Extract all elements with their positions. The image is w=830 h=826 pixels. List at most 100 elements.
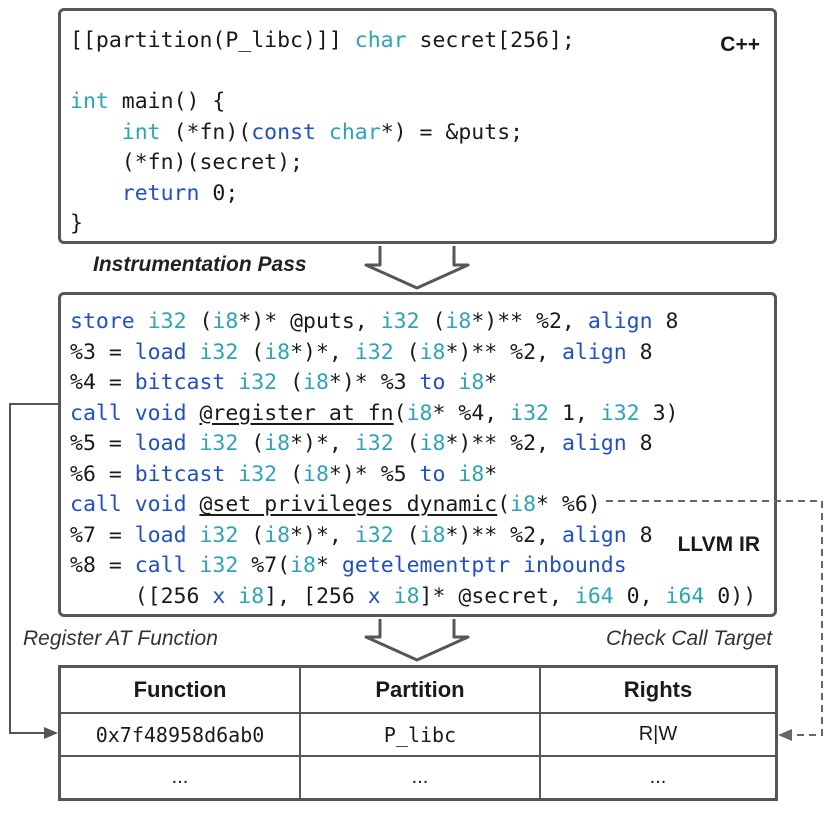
code-token: ( xyxy=(277,461,304,487)
code-token: i32 xyxy=(510,400,549,426)
code-line: int main() { xyxy=(70,87,575,118)
code-token: i32 xyxy=(238,370,278,395)
code-token: void xyxy=(134,400,187,426)
code-token: ( xyxy=(238,339,265,365)
code-token: align xyxy=(561,339,627,365)
code-token: i32 xyxy=(600,400,640,426)
code-token: ( xyxy=(497,492,511,517)
code-token: i32 xyxy=(354,522,394,548)
code-token: void xyxy=(134,492,187,517)
code-token: %6 = xyxy=(70,461,135,487)
code-token: load xyxy=(134,431,187,456)
function-name-token: @set_privileges_dynamic xyxy=(199,492,498,517)
code-token: %5 = xyxy=(70,431,135,456)
code-token: i32 xyxy=(354,431,394,456)
code-token: ( xyxy=(186,309,213,334)
code-token: call xyxy=(70,400,122,426)
code-token: (*fn)( xyxy=(160,119,252,145)
code-token: i32 xyxy=(238,461,278,487)
code-token: char xyxy=(328,119,381,145)
code-line: ([256 x i8], [256 x i8]* @secret, i64 0,… xyxy=(70,582,756,613)
code-token: i8 xyxy=(393,583,420,609)
code-token: i32 xyxy=(199,431,239,456)
code-token: i32 xyxy=(199,553,239,578)
code-token: 1, xyxy=(549,400,601,426)
code-line: return 0; xyxy=(70,179,575,210)
code-token: 3) xyxy=(639,400,679,426)
code-token: return xyxy=(121,180,200,206)
code-line: int (*fn)(const char*) = &puts; xyxy=(70,118,575,149)
table-cell-ellipsis: ... xyxy=(301,757,541,798)
code-token: i8 xyxy=(212,309,239,334)
table-cell-ellipsis: ... xyxy=(61,757,301,798)
code-token: bitcast xyxy=(134,461,226,487)
code-token: * xyxy=(484,370,498,395)
llvm-ir-code: store i32 (i8*)* @puts, i32 (i8*)** %2, … xyxy=(70,307,756,612)
code-token: load xyxy=(134,522,187,548)
function-name-token: @register_at_fn xyxy=(199,400,394,426)
code-token: to xyxy=(419,370,446,395)
table-header-rights: Rights xyxy=(541,668,775,714)
table-cell-rights: R|W xyxy=(541,714,775,757)
register-connector-line xyxy=(9,403,58,734)
code-token: i32 xyxy=(147,309,187,334)
code-token: align xyxy=(587,309,653,334)
instrumentation-arrow xyxy=(364,246,470,290)
code-token: bitcast xyxy=(134,370,226,395)
code-token: 0, xyxy=(613,583,666,609)
code-token: [[partition(P_libc)]] xyxy=(70,28,355,53)
code-line: %5 = load i32 (i8*)*, i32 (i8*)** %2, al… xyxy=(70,429,756,460)
code-token: ( xyxy=(419,309,446,334)
code-token: i8 xyxy=(290,553,316,578)
code-token: i32 xyxy=(380,309,420,334)
check-connector-line xyxy=(606,500,823,736)
code-token: *)** %2, xyxy=(471,309,588,334)
code-line: (*fn)(secret); xyxy=(70,148,575,179)
code-line: %8 = call i32 %7(i8* getelementptr inbou… xyxy=(70,551,756,582)
code-token: i32 xyxy=(354,339,394,365)
code-line: store i32 (i8*)* @puts, i32 (i8*)** %2, … xyxy=(70,307,756,338)
code-token: ], [256 xyxy=(264,583,368,609)
code-token: ([256 xyxy=(70,583,213,609)
check-call-target-label: Check Call Target xyxy=(606,627,773,650)
code-token: store xyxy=(70,309,135,334)
register-at-function-label: Register AT Function xyxy=(23,627,218,650)
code-token: 8 xyxy=(626,431,653,456)
code-token: %7( xyxy=(238,553,291,578)
code-token: ]* @secret, xyxy=(419,583,575,609)
code-line: call void @register_at_fn(i8* %4, i32 1,… xyxy=(70,399,756,430)
instrumentation-pass-label: Instrumentation Pass xyxy=(93,253,307,276)
code-line: %3 = load i32 (i8*)*, i32 (i8*)** %2, al… xyxy=(70,338,756,369)
table-header-function: Function xyxy=(61,668,301,714)
llvm-ir-box: store i32 (i8*)* @puts, i32 (i8*)** %2, … xyxy=(58,292,777,617)
register-arrowhead xyxy=(44,727,58,739)
code-token: *)* @puts, xyxy=(238,309,381,334)
code-token: ( xyxy=(238,431,265,456)
code-token: i8 xyxy=(303,370,329,395)
code-token: *)** %2, xyxy=(445,431,562,456)
code-token: 0; xyxy=(199,180,239,206)
code-line: call void @set_privileges_dynamic(i8* %6… xyxy=(70,490,756,521)
code-token: * xyxy=(315,553,342,578)
code-token: i8 xyxy=(264,522,291,548)
code-token: *)** %2, xyxy=(445,522,562,548)
code-token: *)* %3 xyxy=(328,370,420,395)
code-token: 0)) xyxy=(704,583,757,609)
code-line: } xyxy=(70,209,575,240)
code-token: ( xyxy=(277,370,304,395)
code-token: getelementptr inbounds xyxy=(341,553,627,578)
cpp-language-tag: C++ xyxy=(720,33,760,56)
code-token: i8 xyxy=(458,370,485,395)
llvm-ir-language-tag: LLVM IR xyxy=(677,533,760,556)
rights-table: Function Partition Rights 0x7f48958d6ab0… xyxy=(58,665,778,801)
code-line: [[partition(P_libc)]] char secret[256]; xyxy=(70,26,575,57)
code-token: %8 = xyxy=(70,553,135,578)
table-cell-ellipsis: ... xyxy=(649,766,667,788)
code-token: *)* %5 xyxy=(328,461,420,487)
code-token: i8 xyxy=(406,400,433,426)
code-token: %3 = xyxy=(70,339,135,365)
code-line: %4 = bitcast i32 (i8*)* %3 to i8* xyxy=(70,368,756,399)
code-token: align xyxy=(561,522,627,548)
code-token: i8 xyxy=(445,309,472,334)
